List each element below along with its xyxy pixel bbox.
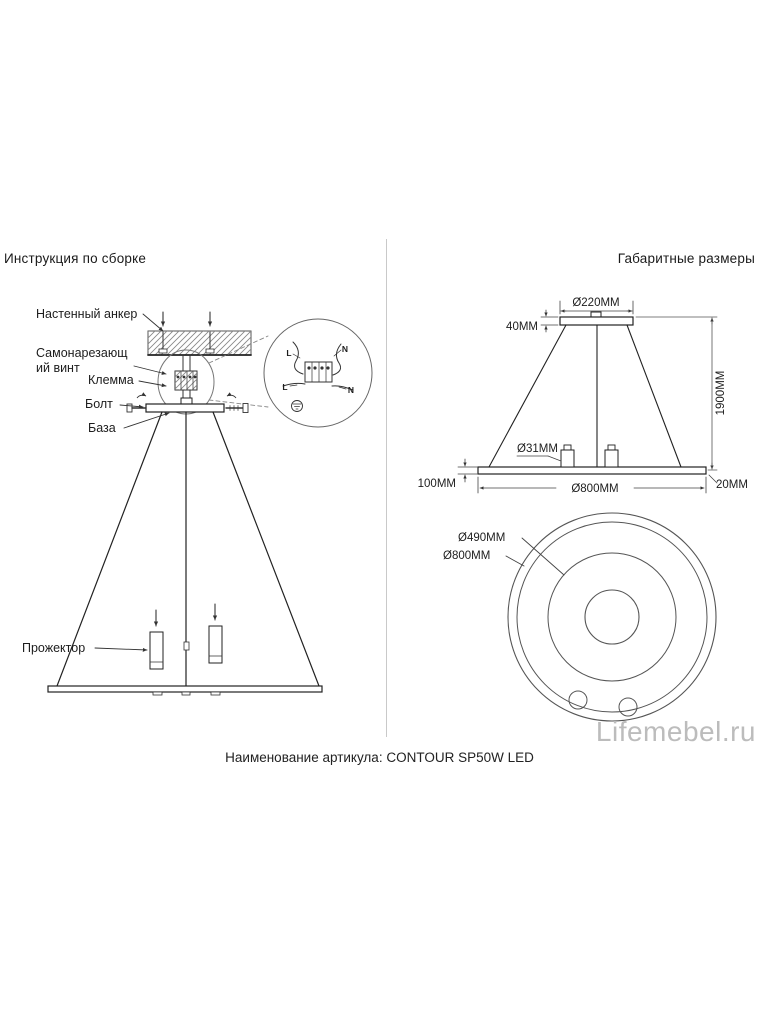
suspension-cables — [56, 411, 320, 687]
dim-ring-plate — [477, 444, 707, 475]
ground-symbol — [291, 400, 303, 412]
spot-circle — [568, 690, 588, 710]
dim-outer-diameter: Ø800MM — [443, 550, 490, 562]
dim-canopy-height: 40MM — [506, 321, 538, 333]
label-terminal: Клемма — [88, 373, 134, 387]
assembly-labels: Настенный анкер Самонарезающ ий винт Кле… — [22, 307, 170, 655]
wire-label-n-top: N — [342, 344, 348, 354]
dim-spot-diameter: Ø31MM — [517, 443, 558, 455]
article-caption: Наименование артикула: CONTOUR SP50W LED — [225, 750, 534, 765]
wire-label-n-mid: N — [348, 385, 354, 395]
center-canopy-circle — [584, 589, 640, 645]
dim-canopy-diameter: Ø220MM — [572, 297, 619, 309]
zoom-connector — [208, 335, 269, 364]
bolt-right — [225, 392, 249, 413]
terminal-block — [174, 370, 198, 391]
label-bolt: Болт — [85, 397, 113, 411]
cable-connector — [183, 641, 190, 651]
wiring-detail: L N L N — [263, 318, 373, 428]
left-section-title: Инструкция по сборке — [4, 251, 147, 266]
dim-ring-diameter: Ø800MM — [571, 483, 618, 495]
dim-canopy — [559, 311, 634, 326]
label-spotlight: Прожектор — [22, 641, 85, 655]
dim-suspension-height: 1900MM — [715, 371, 727, 416]
spot-circle — [618, 697, 638, 717]
vertical-divider — [386, 239, 387, 737]
dimensions-top-view: Ø490MM Ø800MM — [443, 512, 717, 722]
wire-label-l-mid: L — [282, 382, 287, 392]
mounting-screws — [158, 311, 215, 354]
dim-inner-diameter: Ø490MM — [458, 532, 505, 544]
wire-label-l-top: L — [286, 348, 291, 358]
dim-20-leader — [708, 474, 718, 484]
label-screw-line2: ий винт — [36, 361, 80, 375]
dim-31-leader — [516, 455, 562, 462]
outer-circle — [507, 512, 717, 722]
assembly-diagram: L N L N — [22, 307, 373, 696]
label-anchor: Настенный анкер — [36, 307, 137, 321]
bolt-left — [126, 392, 147, 413]
watermark: Lifemebel.ru — [595, 716, 756, 747]
right-section-title: Габаритные размеры — [617, 251, 755, 266]
dim-40 — [540, 309, 559, 333]
zoom-connector — [208, 399, 269, 408]
dim-ring-thickness: 20MM — [716, 479, 748, 491]
ring-inner-edge-circle — [516, 521, 708, 713]
dim-1900 — [635, 316, 718, 471]
label-base: База — [88, 421, 116, 435]
label-screw-line1: Самонарезающ — [36, 346, 128, 360]
dim-ring-height: 100MM — [418, 478, 456, 490]
dim-100 — [457, 458, 478, 483]
dim-800-front — [477, 476, 707, 494]
dim-220 — [559, 300, 634, 315]
dim-cables — [488, 324, 682, 468]
ring-plate-side — [47, 685, 323, 696]
inner-circle — [547, 552, 677, 682]
dimensions-front-view: Ø220MM 40MM 19 — [418, 297, 748, 495]
spotlights — [149, 603, 223, 670]
